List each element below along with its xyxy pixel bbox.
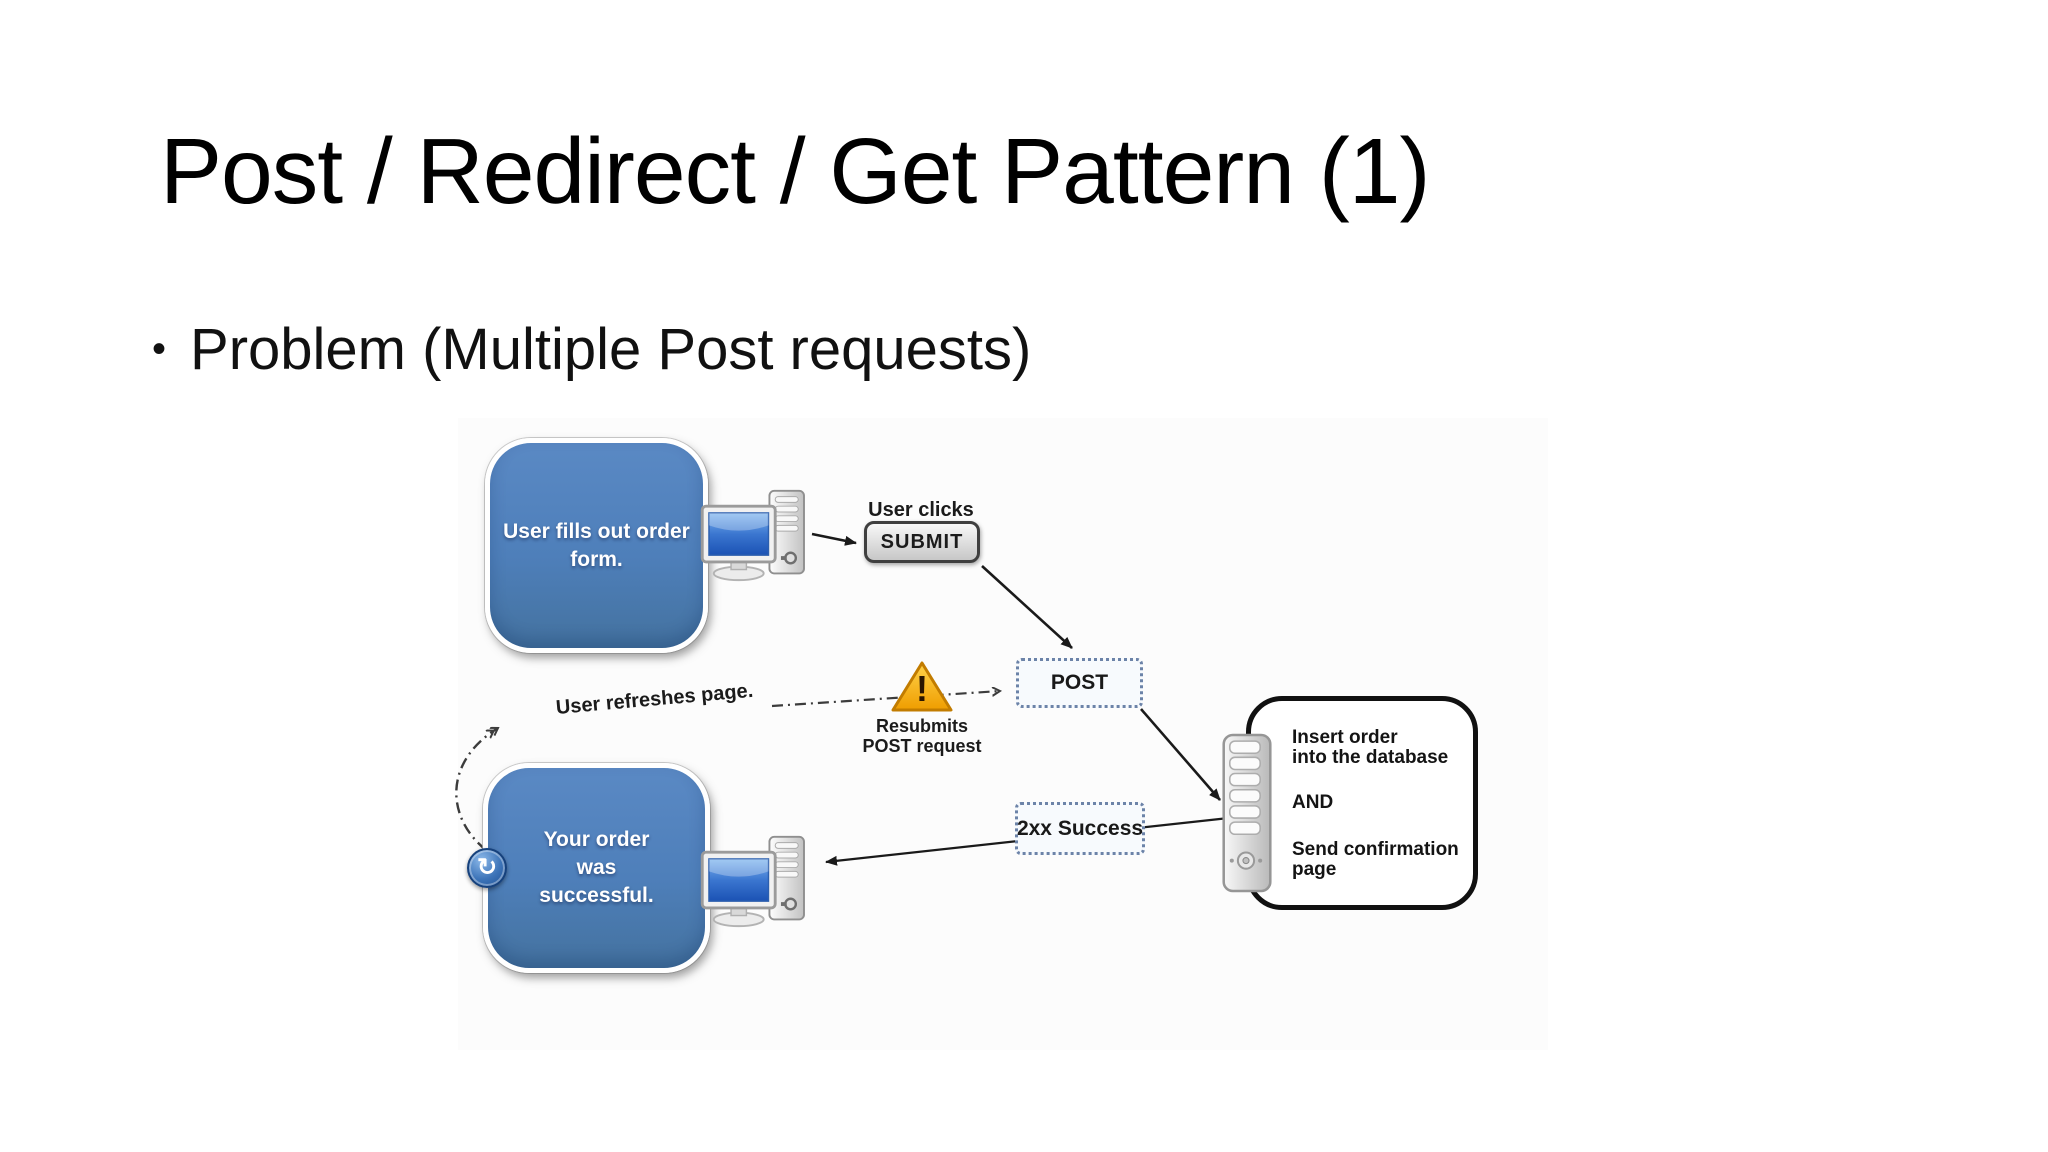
user-form-node: User fills out order form. (485, 438, 708, 653)
computer-icon (698, 833, 814, 929)
server-node (1246, 696, 1478, 910)
server-node-text: Insert order into the database AND Send … (1292, 728, 1472, 880)
submit-button-label: SUBMIT (880, 530, 964, 553)
server-text-line: into the database (1292, 747, 1449, 768)
bullet-marker: • (152, 327, 167, 371)
refresh-icon: ↻ (467, 848, 507, 888)
server-text-line: Send confirmation (1292, 839, 1459, 860)
server-text-line: page (1292, 859, 1337, 880)
success-response-label: 2xx Success (1016, 816, 1144, 840)
order-success-node-line: Your order (543, 828, 650, 851)
server-text-line: AND (1292, 792, 1334, 813)
server-icon (1221, 733, 1273, 893)
arrow-submit-to-post (981, 565, 1073, 649)
arrow-post-to-server (1140, 708, 1221, 801)
arrow-pc-to-submit (811, 532, 857, 546)
warning-exclamation: ! (916, 668, 928, 709)
resubmits-line1: Resubmits (875, 716, 969, 736)
bullet-line: • Problem (Multiple Post requests) (152, 314, 1031, 384)
user-form-node-line: User fills out order (503, 519, 690, 543)
refresh-glyph: ↻ (476, 854, 498, 881)
order-success-node-line: successful. (539, 884, 654, 907)
user-clicks-label: User clicks (868, 499, 974, 521)
server-text-line: Insert order (1292, 727, 1398, 748)
post-request-label: POST (1050, 671, 1109, 694)
order-success-node-line: was (576, 856, 617, 879)
user-form-node-line: form. (570, 547, 623, 571)
dashdot-refresh-curve (455, 728, 498, 851)
warning-icon: ! (890, 659, 954, 714)
bullet-text: Problem (Multiple Post requests) (190, 316, 1032, 382)
resubmits-label: Resubmits POST request (852, 716, 992, 756)
dashdot-resubmit-to-post (771, 691, 1000, 708)
resubmits-line2: POST request (862, 736, 982, 756)
post-request-node: POST (1016, 658, 1143, 708)
computer-icon (698, 487, 814, 583)
submit-button: SUBMIT (864, 521, 980, 563)
success-response-node: 2xx Success (1015, 802, 1145, 855)
slide-title: Post / Redirect / Get Pattern (1) (160, 119, 1430, 223)
order-success-node: Your order was successful. (483, 763, 710, 973)
